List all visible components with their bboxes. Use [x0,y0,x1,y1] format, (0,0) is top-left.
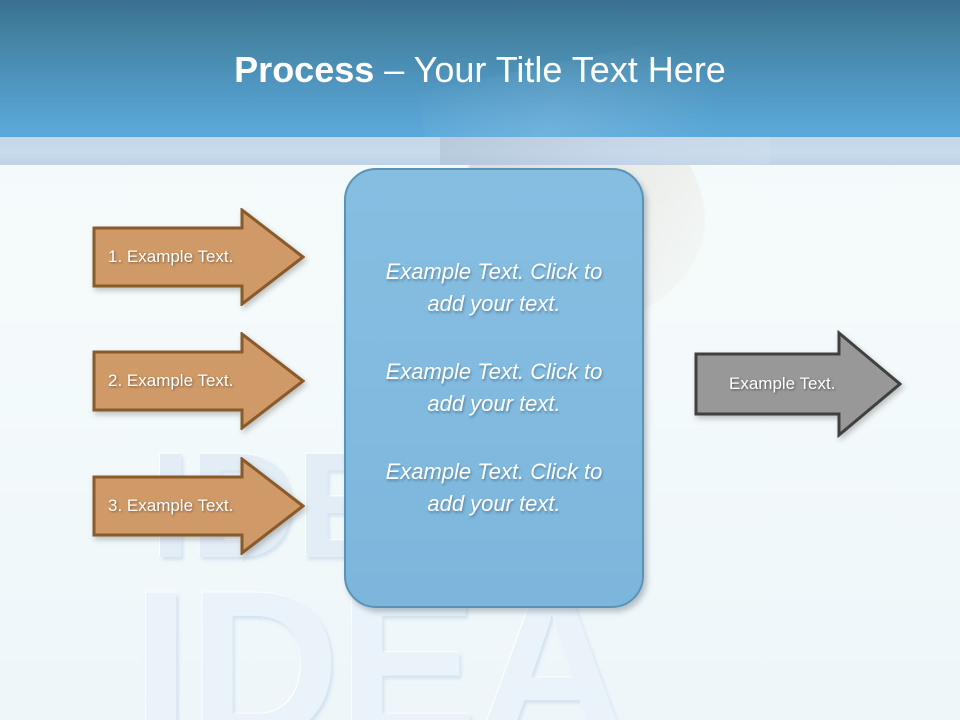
result-arrow[interactable]: Example Text. [694,330,902,438]
arrow-right-icon [694,330,902,438]
arrow-right-icon [92,457,305,555]
process-arrow-3-label: 3. Example Text. [108,496,234,515]
page-title-rest: – Your Title Text Here [374,49,726,90]
band-sheen-shape [440,137,770,165]
result-arrow-label: Example Text. [729,374,836,393]
process-arrow-1-label: 1. Example Text. [108,247,234,266]
arrow-right-icon [92,208,305,306]
slide-header [0,0,960,137]
page-title-strong: Process [234,49,375,90]
process-arrow-2[interactable]: 2. Example Text. [92,332,305,430]
process-arrow-1[interactable]: 1. Example Text. [92,208,305,306]
center-paragraph-2: Example Text. Click to add your text. [385,359,603,416]
center-paragraph-1: Example Text. Click to add your text. [385,259,603,316]
center-paragraph-3: Example Text. Click to add your text. [385,459,603,516]
process-arrow-2-label: 2. Example Text. [108,371,234,390]
process-arrow-3[interactable]: 3. Example Text. [92,457,305,555]
page-title: Process – Your Title Text Here [0,48,960,92]
header-accent-band [0,137,960,165]
center-content-box[interactable]: Example Text. Click to add your text. Ex… [344,168,644,608]
arrow-right-icon [92,332,305,430]
